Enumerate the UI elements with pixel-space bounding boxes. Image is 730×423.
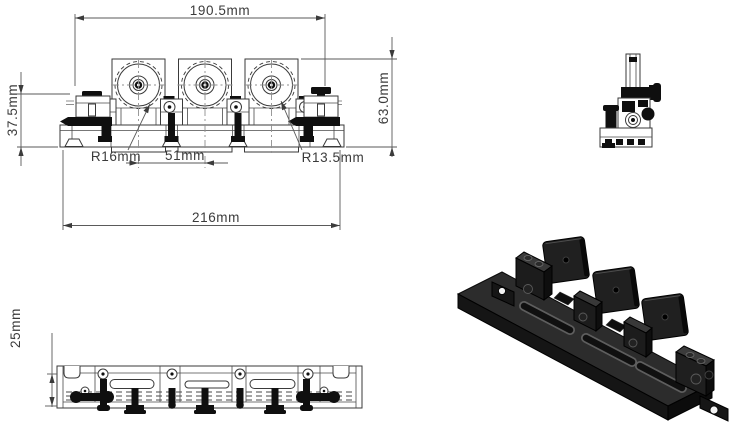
leader-radius-third: R13.5mm (280, 100, 365, 165)
iso-bolt-block (605, 318, 627, 333)
dim-label-base-width: 216mm (192, 210, 240, 225)
dim-label-spacing: 51mm (165, 148, 205, 163)
slot (184, 380, 230, 389)
iso-screw (534, 261, 544, 267)
end-clamp-left (60, 91, 112, 141)
stud (168, 388, 176, 409)
hanging-t-bolts (124, 388, 286, 414)
iso-tower-2 (573, 290, 603, 333)
end-bolt-right (296, 379, 340, 411)
iso-tower-1 (515, 251, 553, 301)
dim-label-height-left: 37.5mm (5, 84, 20, 136)
clamp-band (621, 87, 650, 98)
t-bolt (194, 388, 216, 414)
iso-plate-hole (612, 286, 620, 294)
iso-bracket-left (491, 281, 515, 307)
iso-star-knob (690, 373, 702, 385)
dim-overall-width: 190.5mm (74, 3, 326, 86)
t-bolt-stem (605, 110, 617, 137)
dim-spacing: 51mm (126, 148, 228, 166)
dim-label-radius-first: R16mm (91, 149, 141, 164)
stud (236, 388, 244, 409)
slot (249, 379, 296, 389)
t-bolt (124, 388, 146, 414)
iso-tower-3 (623, 316, 653, 359)
clamp-arm (296, 117, 340, 126)
clamp-post (160, 96, 183, 142)
iso-u-notch (498, 287, 506, 295)
end-bolt-left (70, 379, 114, 411)
isometric-view (456, 236, 729, 422)
iso-bolt-block (553, 291, 575, 306)
mounting-slots (109, 379, 296, 389)
iso-side-knob (704, 370, 714, 380)
iso-screw (523, 255, 533, 261)
clamp-descender (305, 126, 313, 141)
iso-plate-hole (562, 256, 570, 264)
t-bolt-cap (603, 105, 619, 111)
dim-label-base-height: 25mm (8, 308, 23, 348)
u-notch-left (63, 366, 81, 379)
rail-base (59, 124, 345, 153)
front-view: 190.5mm 37.5mm 63.0mm 51mm (5, 3, 397, 230)
dim-height-left: 37.5mm (5, 72, 70, 166)
iso-star-knob (628, 338, 638, 348)
iso-plate-hole (661, 313, 669, 321)
iso-star-knob (578, 312, 588, 322)
dim-label-radius-third: R13.5mm (302, 150, 365, 165)
dim-base-width: 216mm (62, 150, 341, 230)
iso-bracket-right (699, 395, 729, 422)
t-bolt (264, 388, 286, 414)
iso-screw (696, 358, 706, 364)
dim-label-height-right: 63.0mm (376, 72, 391, 124)
bottom-view: 25mm (8, 308, 363, 414)
end-clamp-right (288, 87, 340, 141)
iso-slots (519, 301, 687, 393)
clamp-arm (68, 117, 112, 126)
clamp-post (226, 96, 250, 142)
slot (109, 379, 155, 389)
motor-unit-2 (177, 58, 233, 168)
iso-u-notch (709, 405, 719, 415)
dim-label-overall-width: 190.5mm (190, 3, 250, 18)
iso-screw (685, 352, 695, 358)
iso-tower-4 (675, 345, 715, 397)
side-view (599, 53, 661, 148)
clamp-descender (103, 126, 111, 141)
leader-radius-first: R16mm (91, 103, 151, 164)
dim-height-right: 63.0mm (301, 37, 397, 157)
motor-unit-3 (244, 58, 299, 155)
u-notch-right (332, 366, 350, 379)
side-knob (653, 83, 661, 102)
motor-unit-1 (111, 58, 166, 168)
iso-star-knob (523, 284, 533, 294)
t-bolt-cap (311, 87, 331, 94)
dim-base-height: 25mm (8, 308, 57, 407)
